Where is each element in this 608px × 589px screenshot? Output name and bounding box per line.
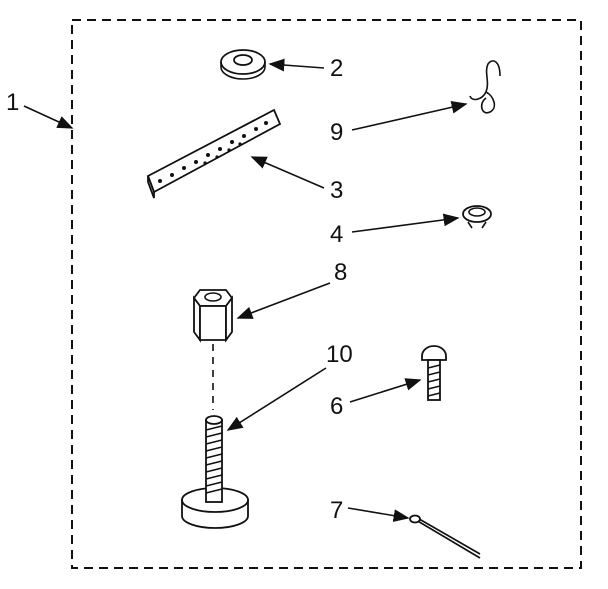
bolt-part xyxy=(421,345,447,401)
callout-label-clip: 4 xyxy=(330,221,343,248)
callout-label-bolt: 6 xyxy=(330,393,343,420)
callout-label-washer: 2 xyxy=(330,55,343,82)
leader-hook xyxy=(351,100,468,131)
pin-part xyxy=(409,514,481,559)
leader-kit xyxy=(23,105,74,129)
callout-strap: 3 xyxy=(250,156,343,204)
callout-bolt: 6 xyxy=(330,378,422,420)
leader-nut xyxy=(236,282,331,319)
callout-kit: 1 xyxy=(6,89,74,129)
kit-boundary xyxy=(71,19,582,569)
callout-clip: 4 xyxy=(330,213,460,248)
callout-label-hook: 9 xyxy=(330,119,343,146)
strap-part xyxy=(146,108,282,199)
clip-part xyxy=(462,205,492,229)
foot-part xyxy=(181,415,249,529)
leader-pin xyxy=(347,507,410,522)
callout-label-nut: 8 xyxy=(334,259,347,286)
callout-label-foot: 10 xyxy=(326,341,353,368)
callout-label-strap: 3 xyxy=(330,177,343,204)
leader-foot xyxy=(226,367,327,431)
callout-nut: 8 xyxy=(236,259,347,319)
leader-clip xyxy=(351,213,460,233)
callout-pin: 7 xyxy=(330,497,410,524)
hook-part xyxy=(469,60,501,114)
callout-foot: 10 xyxy=(226,341,353,431)
leader-strap xyxy=(250,156,325,189)
leader-bolt xyxy=(349,378,422,403)
nut-part xyxy=(192,289,234,343)
callout-label-kit: 1 xyxy=(6,89,19,116)
callout-hook: 9 xyxy=(330,100,468,146)
callout-label-pin: 7 xyxy=(330,497,343,524)
callout-washer: 2 xyxy=(268,55,343,82)
leader-washer xyxy=(268,58,325,72)
washer-part xyxy=(220,49,266,80)
